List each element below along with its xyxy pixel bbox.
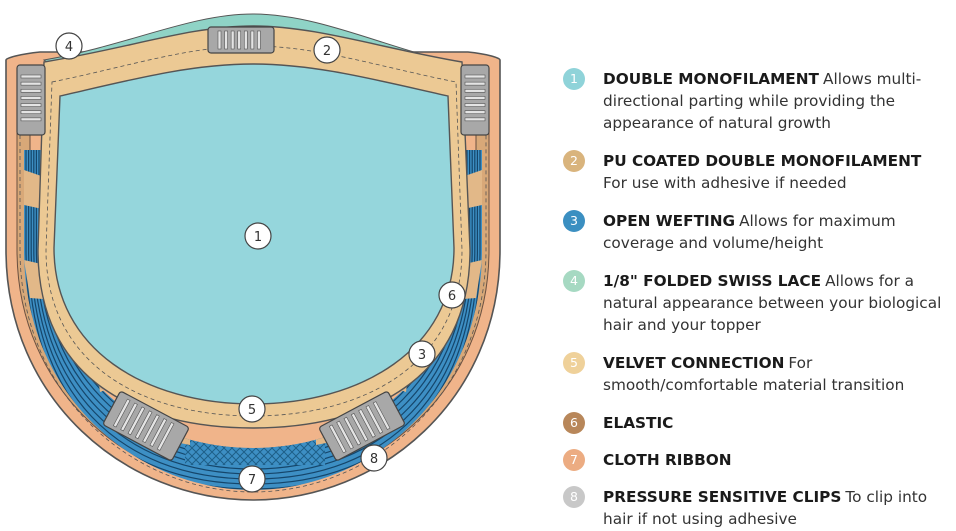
clip bbox=[207, 26, 275, 54]
clip bbox=[460, 64, 490, 136]
legend-number-6: 6 bbox=[563, 412, 585, 434]
legend-number-2: 2 bbox=[563, 150, 585, 172]
pressure-sensitive-clips bbox=[16, 26, 490, 461]
svg-text:2: 2 bbox=[323, 44, 331, 59]
legend-title: CLOTH RIBBON bbox=[603, 451, 732, 469]
legend-title: VELVET CONNECTION bbox=[603, 354, 785, 372]
callout-3: 3 bbox=[408, 340, 436, 368]
legend-number-4: 4 bbox=[563, 270, 585, 292]
callout-2: 2 bbox=[313, 36, 341, 64]
legend-item-7: 7 CLOTH RIBBON bbox=[563, 449, 953, 471]
legend-title: 1/8" FOLDED SWISS LACE bbox=[603, 272, 822, 290]
callout-5: 5 bbox=[238, 395, 266, 423]
svg-text:6: 6 bbox=[448, 289, 456, 304]
svg-text:5: 5 bbox=[248, 403, 256, 418]
callout-6: 6 bbox=[438, 281, 466, 309]
legend-number-5: 5 bbox=[563, 352, 585, 374]
legend-description: For smooth/comfortable material transiti… bbox=[603, 354, 905, 394]
legend-item-2: 2 PU COATED DOUBLE MONOFILAMENT For use … bbox=[563, 150, 953, 194]
clip bbox=[319, 391, 405, 461]
legend-description: Allows for maximum coverage and volume/h… bbox=[603, 212, 896, 252]
legend-number-1: 1 bbox=[563, 68, 585, 90]
legend-title: DOUBLE MONOFILAMENT bbox=[603, 70, 819, 88]
legend-title: ELASTIC bbox=[603, 414, 674, 432]
legend-description: To clip into hair if not using adhesive bbox=[603, 488, 928, 528]
callout-7: 7 bbox=[238, 465, 266, 493]
legend-item-6: 6 ELASTIC bbox=[563, 412, 953, 434]
svg-text:8: 8 bbox=[370, 452, 378, 467]
svg-text:4: 4 bbox=[65, 40, 73, 55]
svg-text:1: 1 bbox=[254, 230, 262, 245]
topper-base-diagram: 1 2 3 4 5 6 7 8 bbox=[5, 13, 501, 501]
legend-description: Allows for a natural appearance between … bbox=[603, 272, 942, 334]
legend-title: PRESSURE SENSITIVE CLIPS bbox=[603, 488, 842, 506]
legend-number-3: 3 bbox=[563, 210, 585, 232]
svg-text:3: 3 bbox=[418, 348, 426, 363]
legend-description: For use with adhesive if needed bbox=[603, 174, 847, 192]
legend-number-8: 8 bbox=[563, 486, 585, 508]
callout-1: 1 bbox=[244, 222, 272, 250]
legend-number-7: 7 bbox=[563, 449, 585, 471]
clip bbox=[16, 64, 46, 136]
clip bbox=[103, 391, 189, 461]
legend-description: Allows multi-directional parting while p… bbox=[603, 70, 922, 132]
legend-title: PU COATED DOUBLE MONOFILAMENT bbox=[603, 152, 922, 170]
stitch-line-inner bbox=[45, 45, 463, 417]
legend-title: OPEN WEFTING bbox=[603, 212, 736, 230]
svg-text:7: 7 bbox=[248, 473, 256, 488]
callout-8: 8 bbox=[360, 444, 388, 472]
callout-4: 4 bbox=[55, 32, 83, 60]
